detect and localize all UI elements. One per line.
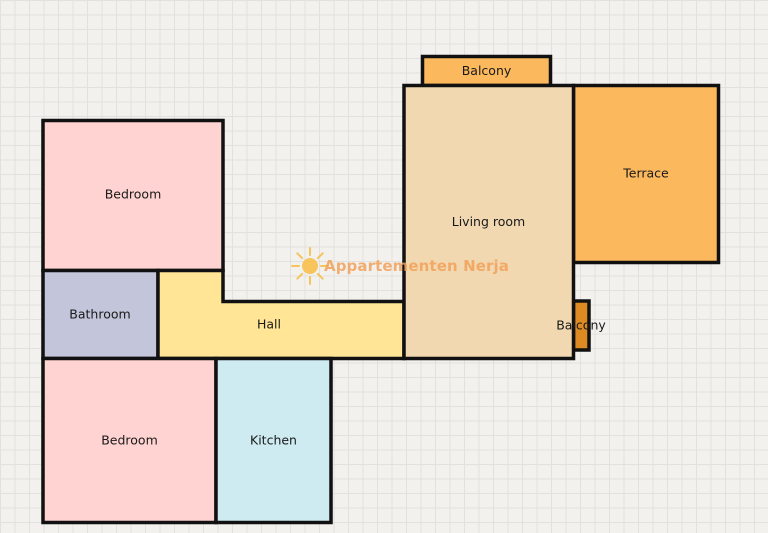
room-bedroom-bottom: Bedroom	[41, 356, 218, 525]
room-kitchen: Kitchen	[214, 356, 333, 525]
balcony-top-label: Balcony	[462, 63, 512, 78]
room-bedroom-top: Bedroom	[41, 118, 225, 273]
room-hall: Hall	[156, 268, 406, 361]
hall-label: Hall	[257, 317, 281, 332]
kitchen-shape	[214, 356, 333, 525]
room-bathroom: Bathroom	[41, 268, 160, 361]
room-balcony-top: Balcony	[420, 54, 553, 88]
room-terrace: Terrace	[571, 83, 721, 265]
kitchen-label: Kitchen	[250, 433, 297, 448]
bedroom-top-label: Bedroom	[105, 187, 162, 202]
bedroom-bottom-label: Bedroom	[101, 433, 158, 448]
balcony-side-label: Balcony	[556, 318, 606, 333]
living-room-shape	[402, 83, 576, 361]
living-room-label: Living room	[452, 214, 525, 229]
room-living-room: Living room	[402, 83, 576, 361]
bedroom-top-shape	[41, 118, 225, 273]
terrace-label: Terrace	[622, 166, 669, 181]
bathroom-label: Bathroom	[69, 307, 130, 322]
hall-shape	[156, 268, 406, 361]
bedroom-bottom-shape	[41, 356, 218, 525]
